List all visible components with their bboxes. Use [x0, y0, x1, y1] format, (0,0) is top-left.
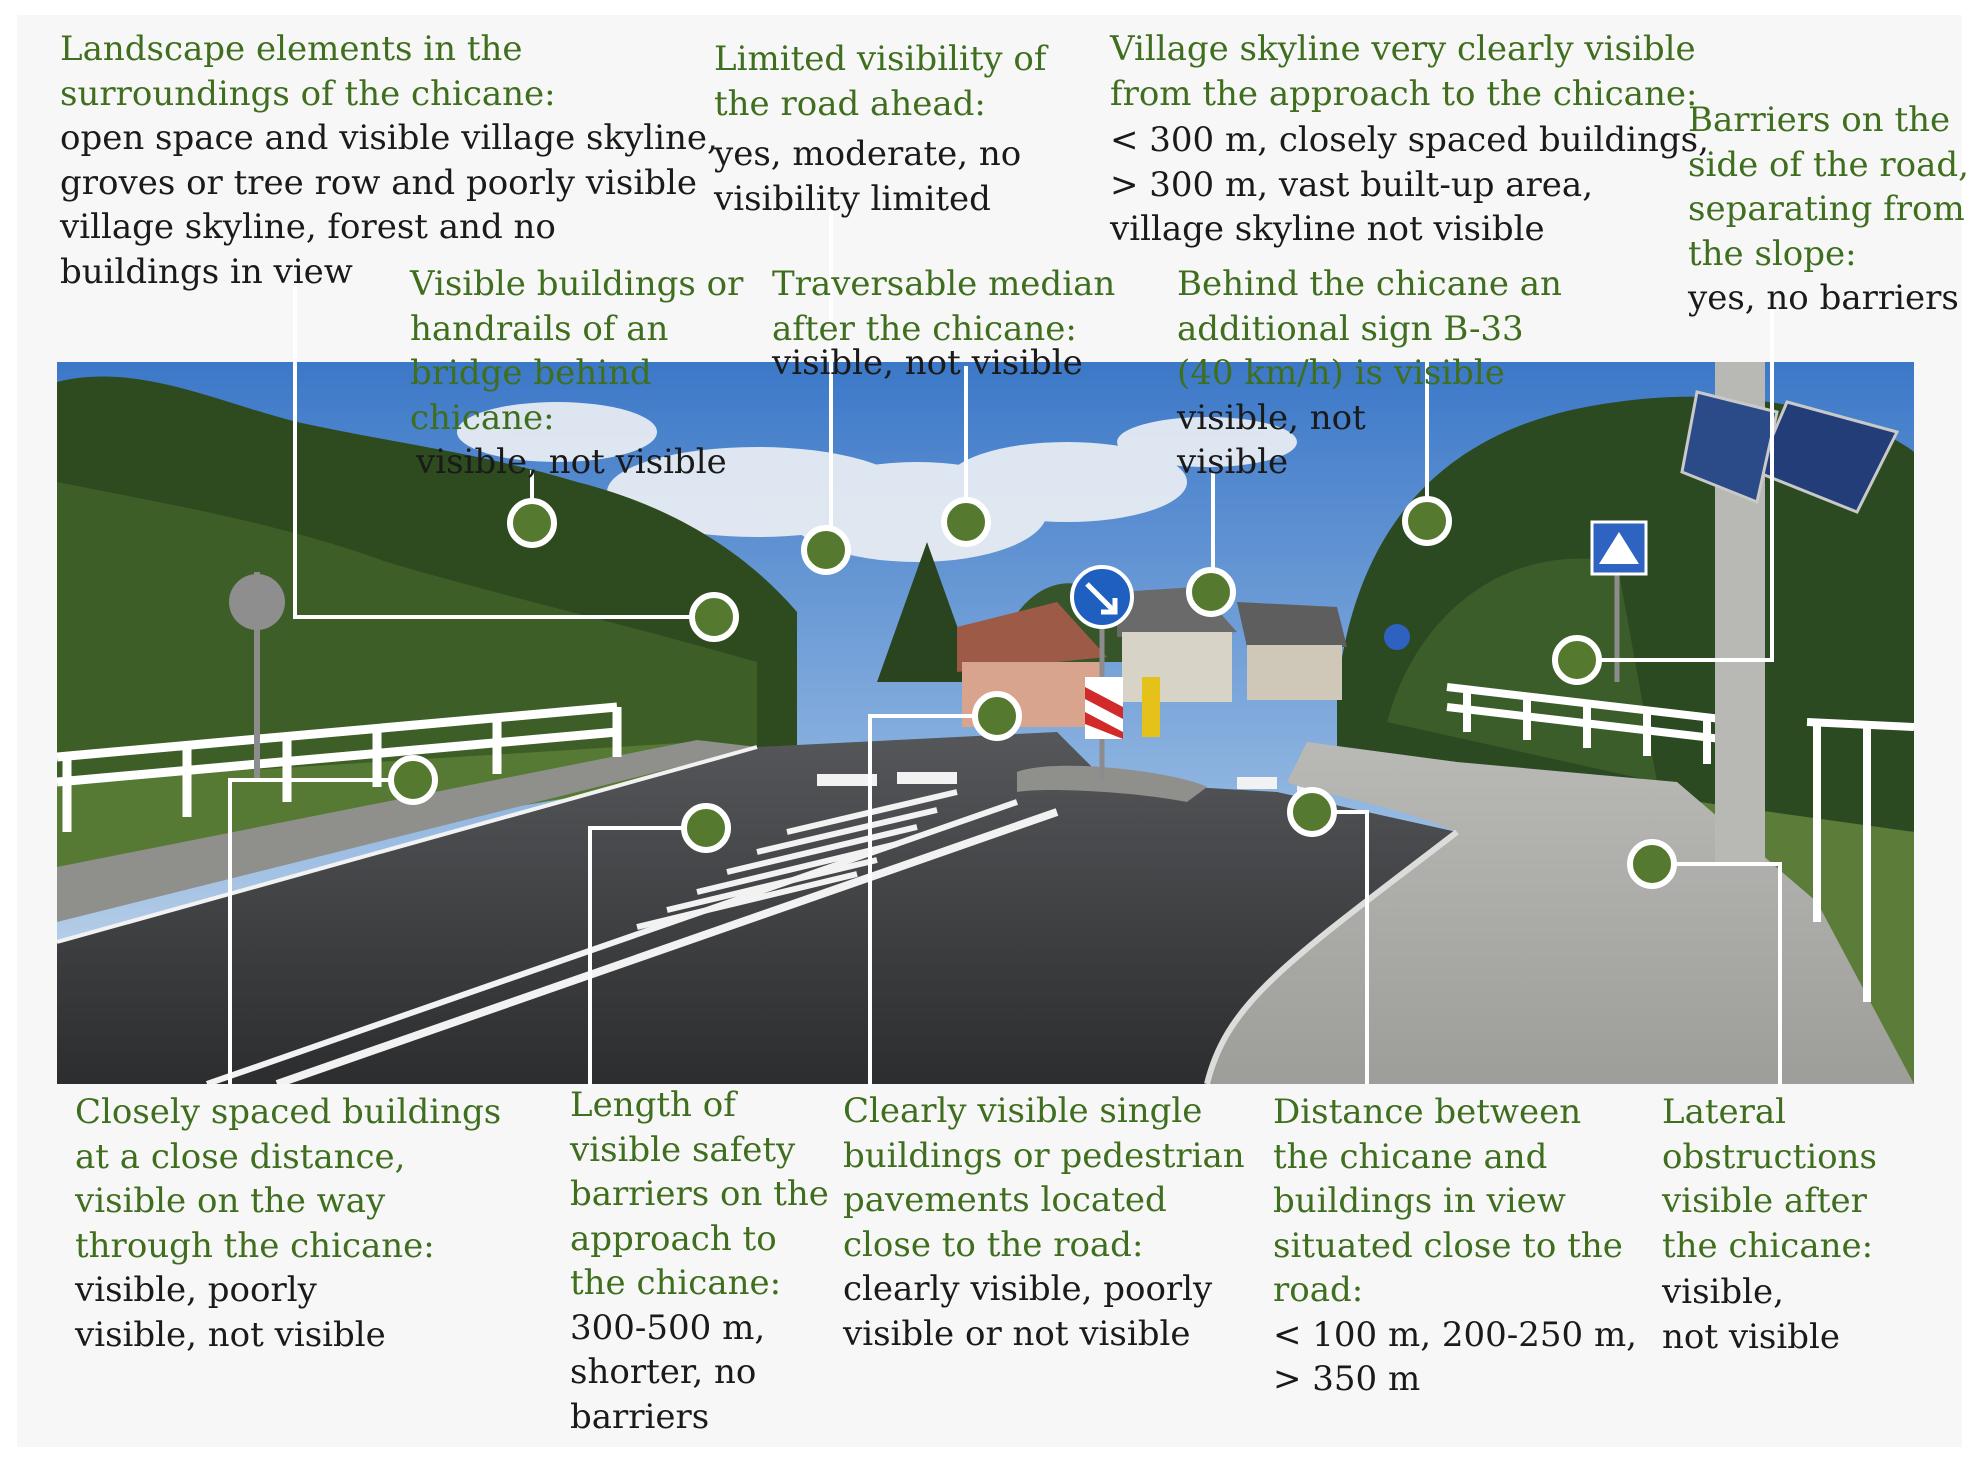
marker-single-buildings: [972, 691, 1022, 741]
annotation-heading: Barriers on the side of the road, separa…: [1688, 100, 1969, 274]
annotation-landscape: Landscape elements in the surroundings o…: [60, 27, 718, 294]
annotation-heading: Landscape elements in the surroundings o…: [60, 29, 556, 114]
annotation-sign-b33: Behind the chicane an additional sign B-…: [1177, 262, 1562, 485]
annotation-heading: Limited visibility of the road ahead:: [714, 39, 1047, 124]
annotation-values: yes, moderate, no visibility limited: [714, 134, 1022, 219]
annotation-heading: Behind the chicane an additional sign B-…: [1177, 264, 1562, 393]
annotation-values: visible, not visible: [416, 442, 727, 482]
annotation-barriers-slope: Barriers on the side of the road, separa…: [1688, 98, 1969, 321]
annotation-values: visible, poorly visible, not visible: [75, 1270, 386, 1355]
annotation-heading: Distance between the chicane and buildin…: [1273, 1092, 1623, 1310]
annotation-buildings-handrails: Visible buildings or handrails of an bri…: [410, 262, 743, 485]
marker-barriers-slope: [1552, 635, 1602, 685]
annotation-values: visible, not visible: [772, 343, 1083, 383]
annotation-heading: Traversable median after the chicane:: [772, 264, 1116, 349]
annotation-values: < 300 m, closely spaced buildings, > 300…: [1110, 120, 1709, 249]
annotation-values: visible, not visible: [1177, 397, 1366, 483]
annotation-traversable-median: Traversable median after the chicane: vi…: [772, 262, 1115, 386]
annotation-safety-barriers: Length of visible safety barriers on the…: [570, 1083, 829, 1439]
marker-safety-barriers: [681, 803, 731, 853]
marker-limited-visibility: [801, 525, 851, 575]
annotation-village-skyline: Village skyline very clearly visible fro…: [1110, 27, 1709, 252]
marker-sign-b33: [1186, 567, 1236, 617]
annotation-closely-spaced: Closely spaced buildings at a close dist…: [75, 1090, 501, 1357]
annotation-heading: Visible buildings or handrails of an bri…: [410, 264, 744, 438]
marker-buildings-handrails: [507, 498, 557, 548]
annotation-single-buildings: Clearly visible single buildings or pede…: [843, 1089, 1245, 1356]
annotation-values: yes, no barriers: [1688, 278, 1959, 318]
marker-landscape: [689, 592, 739, 642]
annotation-heading: Lateral obstructions visible after the c…: [1662, 1092, 1877, 1266]
annotation-heading: Closely spaced buildings at a close dist…: [75, 1092, 502, 1266]
annotation-values: visible, not visible: [1662, 1272, 1841, 1357]
marker-traversable-median: [941, 497, 991, 547]
annotation-values: 300-500 m, shorter, no barriers: [570, 1307, 766, 1437]
annotation-limited-visibility: Limited visibility of the road ahead: ye…: [714, 37, 1046, 221]
annotation-distance: Distance between the chicane and buildin…: [1273, 1090, 1637, 1402]
annotation-lateral: Lateral obstructions visible after the c…: [1662, 1090, 1877, 1359]
marker-closely-spaced: [388, 755, 438, 805]
annotation-heading: Village skyline very clearly visible fro…: [1110, 29, 1698, 114]
annotation-values: clearly visible, poorly visible or not v…: [843, 1269, 1213, 1354]
annotation-heading: Clearly visible single buildings or pede…: [843, 1091, 1245, 1265]
annotation-heading: Length of visible safety barriers on the…: [570, 1085, 829, 1303]
annotation-values: open space and visible village skyline, …: [60, 118, 718, 292]
marker-lateral: [1627, 839, 1677, 889]
marker-village-skyline: [1402, 496, 1452, 546]
marker-distance: [1287, 787, 1337, 837]
annotation-values: < 100 m, 200-250 m, > 350 m: [1273, 1314, 1637, 1400]
